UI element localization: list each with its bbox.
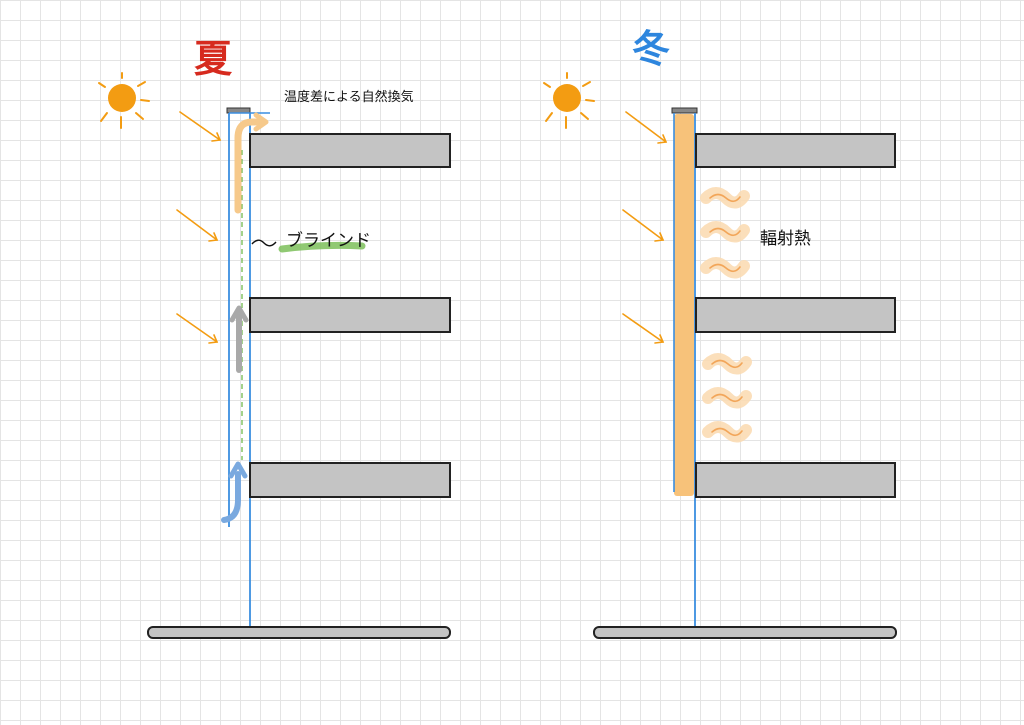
summer-floor-slabs [249,133,451,498]
radiant-heat-waves [700,187,752,443]
winter-radiant-label: 輻射熱 [760,229,811,249]
winter-floor-slabs [695,133,896,498]
summer-sun-icon [98,72,150,129]
winter-sun-icon [543,72,595,129]
summer-sunlight-arrows [176,111,222,344]
summer-ventilation-label: 温度差による自然換気 [284,89,414,105]
summer-airflow-arrows [221,112,269,523]
summer-panel: 夏 [98,37,451,639]
summer-ground [147,626,451,639]
winter-slab-lower [695,462,896,498]
winter-title: 冬 [632,27,670,71]
summer-title: 夏 [194,37,233,81]
winter-heated-cavity [674,114,694,496]
winter-sunlight-arrows [622,111,668,344]
winter-slab-upper [695,133,896,168]
summer-slab-lower [249,462,451,498]
summer-slab-upper [249,133,451,168]
winter-panel: 冬 [543,27,897,639]
winter-ground [593,626,897,639]
blind-label-highlight [278,241,366,253]
winter-roof-cap [671,107,698,114]
blind-leader-line [251,239,277,247]
summer-slab-middle [249,297,451,333]
summer-blind-label: ブラインド [286,230,371,251]
winter-slab-middle [695,297,896,333]
